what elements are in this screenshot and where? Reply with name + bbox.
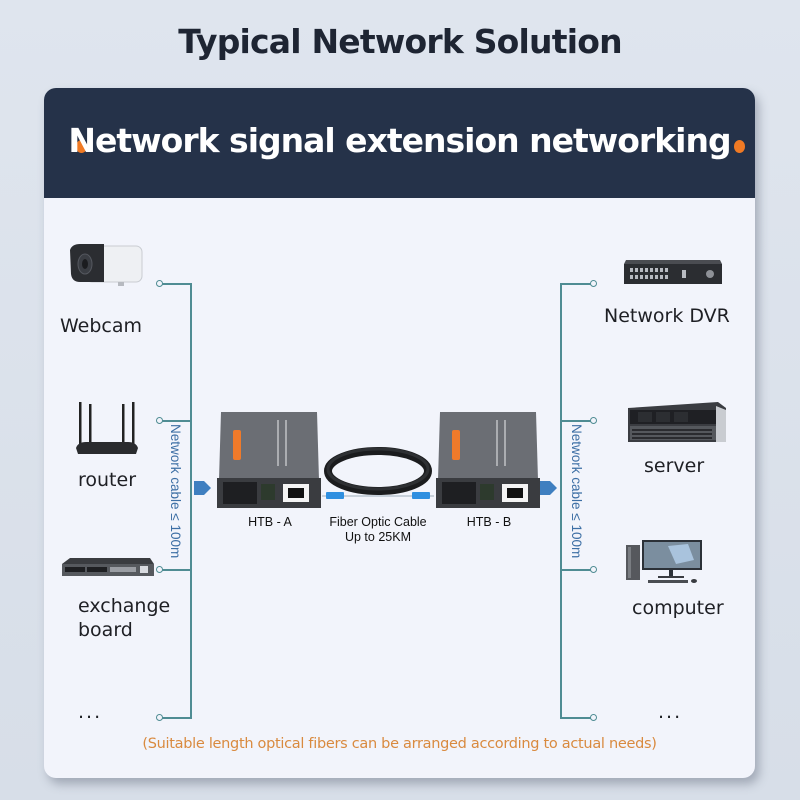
desktop-computer-icon xyxy=(626,540,702,583)
left-cable-label: Network cable ≤ 100m xyxy=(168,424,183,559)
media-converter-a-icon xyxy=(217,412,321,508)
connection-node xyxy=(590,280,597,287)
rack-server-icon xyxy=(628,402,726,442)
fiber-label-line2: Up to 25KM xyxy=(344,530,411,544)
connection-node xyxy=(156,280,163,287)
header-title: Network signal extension networking xyxy=(68,121,731,160)
connection-node xyxy=(156,714,163,721)
security-camera-icon xyxy=(70,244,143,286)
device-label-server: server xyxy=(644,455,705,477)
device-label-more: ... xyxy=(658,701,683,723)
right-branch-line xyxy=(560,420,592,422)
right-cable-label: Network cable ≤ 100m xyxy=(569,424,584,559)
left-branch-line xyxy=(160,569,191,571)
network-switch-icon xyxy=(62,558,154,576)
connection-node xyxy=(590,714,597,721)
device-label-router: router xyxy=(78,469,137,491)
dvr-icon xyxy=(624,260,722,284)
footnote: (Suitable length optical fibers can be a… xyxy=(142,736,657,752)
left-bus-line xyxy=(190,283,192,719)
device-label-more: ... xyxy=(78,701,103,723)
page-title: Typical Network Solution xyxy=(178,22,622,61)
right-branch-line xyxy=(560,717,592,719)
connection-node xyxy=(590,417,597,424)
arrow-right-icon xyxy=(194,481,211,495)
fiber-label-line1: Fiber Optic Cable xyxy=(329,515,427,529)
connection-node xyxy=(156,417,163,424)
orange-bullet-icon xyxy=(76,140,87,153)
solution-card: Network signal extension networking Webc… xyxy=(44,88,755,778)
media-converter-b-icon xyxy=(436,412,540,508)
device-label-computer: computer xyxy=(632,597,724,619)
arrow-right-icon xyxy=(540,481,557,495)
converter-label-b: HTB - B xyxy=(466,515,512,529)
left-branch-line xyxy=(160,717,191,719)
device-label-webcam: Webcam xyxy=(60,315,143,337)
fiber-label: Fiber Optic Cable Up to 25KM xyxy=(314,515,442,545)
device-label-exchange-board: exchange board xyxy=(78,595,171,641)
fiber-cable-icon xyxy=(322,447,434,499)
wifi-router-icon xyxy=(76,402,138,454)
right-branch-line xyxy=(560,569,592,571)
orange-bullet-icon xyxy=(734,140,745,153)
card-header: Network signal extension networking xyxy=(44,88,755,198)
left-branch-line xyxy=(160,420,191,422)
connection-node xyxy=(156,566,163,573)
right-bus-line xyxy=(560,283,562,719)
device-label-network-dvr: Network DVR xyxy=(604,305,730,327)
converter-label-a: HTB - A xyxy=(248,515,292,529)
right-branch-line xyxy=(560,283,592,285)
connection-node xyxy=(590,566,597,573)
left-branch-line xyxy=(160,283,191,285)
